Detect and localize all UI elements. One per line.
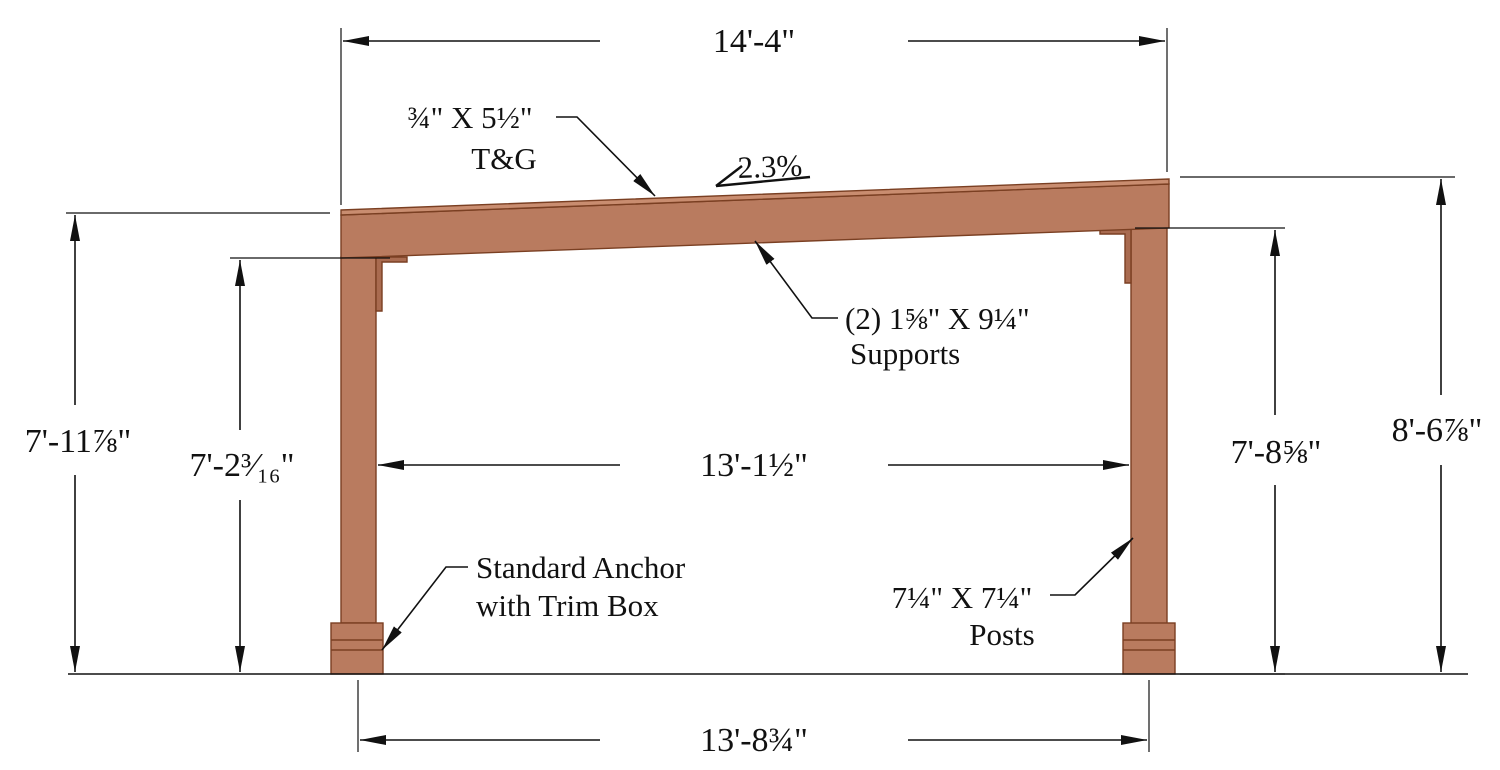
right-total-height-label: 8'-6⅞" [1392, 412, 1483, 449]
inner-span-label: 13'-1½" [700, 447, 808, 484]
overall-width-label: 14'-4" [713, 23, 795, 60]
right-post [1130, 227, 1168, 625]
dim-overall-width: 14'-4" [340, 23, 1168, 205]
dim-right-total-height: 8'-6⅞" [1180, 176, 1483, 672]
decking-label-line1: ¾" X 5½" [407, 100, 532, 135]
slope-indicator: 2.3% [715, 148, 811, 188]
tg-decking [340, 178, 1170, 216]
left-post [340, 256, 377, 624]
left-bracket [375, 256, 408, 312]
dim-inner-span: 13'-1½" [378, 447, 1129, 484]
callout-supports: (2) 1⅝" X 9¼" Supports [754, 240, 1030, 371]
right-anchor-trim-box [1122, 622, 1176, 675]
supports-label-line2: Supports [850, 336, 960, 371]
callout-anchor: Standard Anchor with Trim Box [381, 550, 686, 651]
dim-left-clear-height: 7'-2³⁄₁₆" [190, 257, 390, 672]
posts-label-line2: Posts [969, 617, 1034, 652]
post-span-label: 13'-8¾" [700, 722, 808, 759]
supports-label-line1: (2) 1⅝" X 9¼" [845, 301, 1030, 336]
left-anchor-trim-box [330, 622, 384, 675]
dim-post-span: 13'-8¾" [357, 680, 1150, 759]
decking-label-line2: T&G [471, 141, 536, 176]
callout-posts: 7¼" X 7¼" Posts [892, 537, 1134, 652]
pergola-structure [68, 178, 1468, 675]
left-total-height-label: 7'-11⅞" [25, 423, 132, 460]
dim-right-clear-height: 7'-8⅝" [1135, 227, 1322, 675]
slope-label: 2.3% [737, 148, 803, 185]
posts-label-line1: 7¼" X 7¼" [892, 580, 1033, 615]
dim-left-total-height: 7'-11⅞" [25, 212, 330, 672]
left-clear-height-label: 7'-2³⁄₁₆" [190, 447, 295, 484]
anchor-label-line2: with Trim Box [476, 588, 659, 623]
right-clear-height-label: 7'-8⅝" [1231, 434, 1322, 471]
callout-decking: ¾" X 5½" T&G [407, 100, 656, 197]
anchor-label-line1: Standard Anchor [476, 550, 686, 585]
right-bracket [1099, 228, 1132, 284]
